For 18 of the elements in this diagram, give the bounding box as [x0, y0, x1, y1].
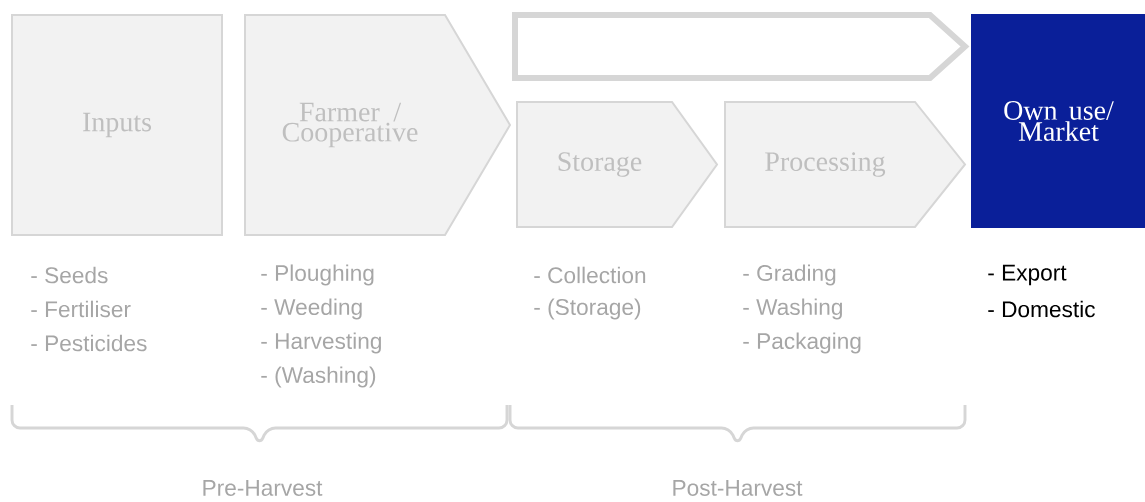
- list-item: - Grading: [743, 264, 836, 286]
- phase-label: Post-Harvest: [673, 480, 803, 496]
- list-item: - (Storage): [534, 298, 641, 320]
- list-item: - Weeding: [261, 298, 362, 320]
- list-item: - Fertiliser: [31, 300, 131, 318]
- process-box: Own use/ Market: [971, 14, 1145, 228]
- list-item: - Collection: [534, 266, 646, 284]
- arrow-band: [512, 12, 970, 81]
- list-item: - Harvesting: [261, 332, 381, 354]
- list-item: - Seeds: [31, 266, 108, 284]
- list-item: - Export: [988, 264, 1067, 286]
- list-item: - Pesticides: [31, 334, 147, 352]
- list-item: - Domestic: [988, 300, 1095, 318]
- list-item: - Washing: [743, 298, 842, 320]
- list-item: - Packaging: [743, 332, 861, 354]
- list-item: - Ploughing: [261, 264, 374, 286]
- list-item: - (Washing): [261, 366, 376, 388]
- phase-label: Pre-Harvest: [203, 480, 323, 496]
